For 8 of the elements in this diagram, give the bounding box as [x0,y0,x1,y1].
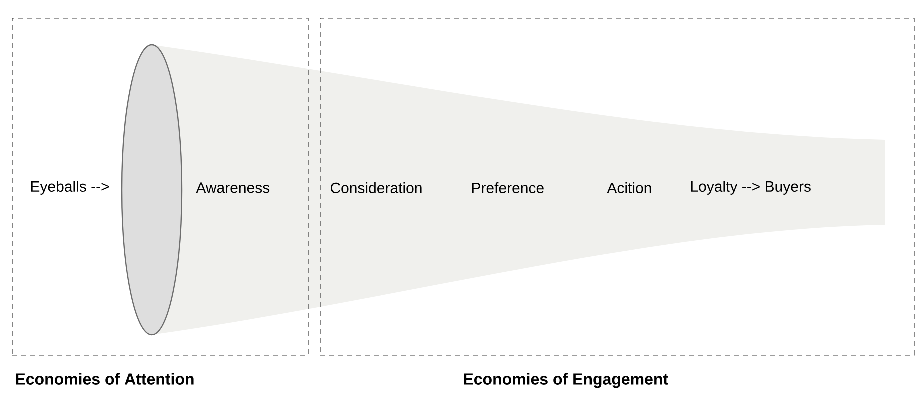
node-label: Economies of Attention [16,373,194,385]
funnel-label: Acition [607,182,652,194]
funnel-label: Consideration [330,182,422,194]
funnel-label: Preference [472,182,544,194]
funnel-label: Awareness [196,182,270,194]
funnel-label: Loyalty --> Buyers [691,181,811,195]
funnel-label: Eyeballs --> [31,181,110,195]
node-label: Economies of Engagement [464,373,668,388]
